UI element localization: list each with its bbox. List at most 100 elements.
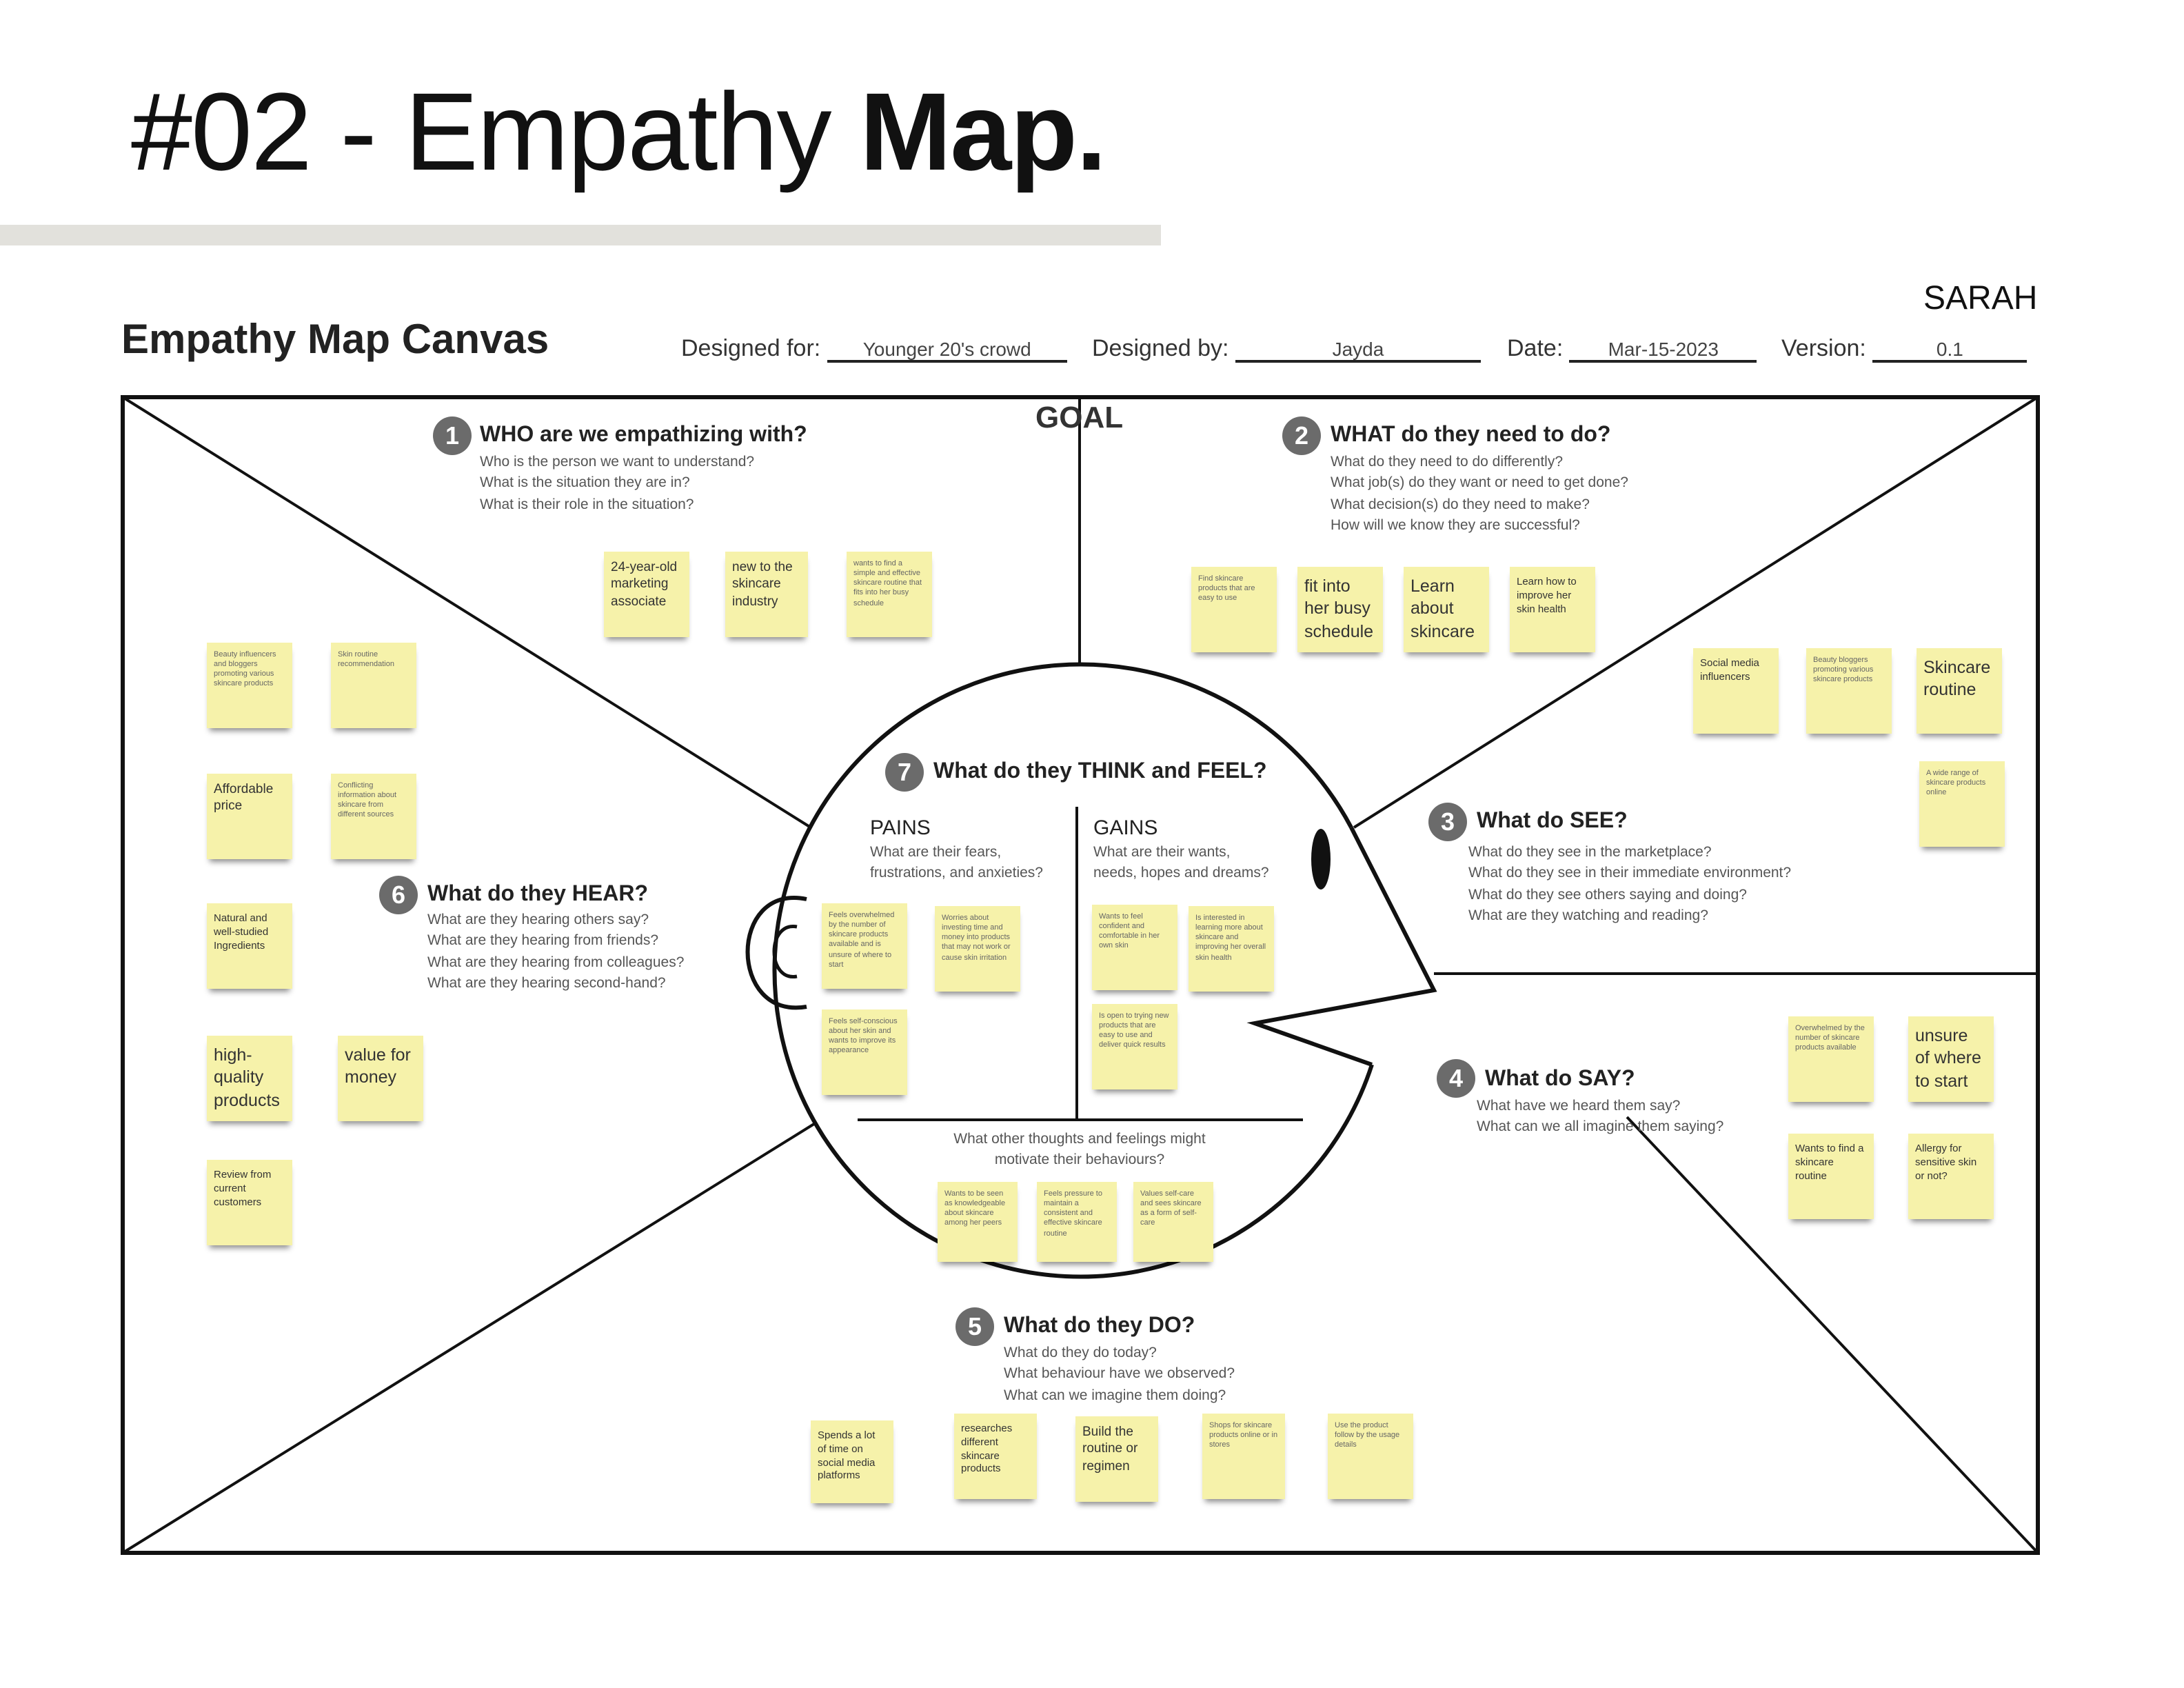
designed-by-value[interactable]: Jayda: [1235, 334, 1481, 363]
title-divider-bar: [0, 225, 1161, 245]
title-prefix: #02 - Empathy: [131, 70, 860, 193]
prompt-line: What are they hearing from friends?: [427, 932, 658, 950]
sticky-note[interactable]: Feels pressure to maintain a consistent …: [1037, 1182, 1117, 1262]
number-badge-1: 1: [433, 416, 472, 455]
sticky-note[interactable]: Use the product follow by the usage deta…: [1328, 1414, 1413, 1499]
designed-for-field: Designed for: Younger 20's crowd: [681, 334, 1067, 363]
sticky-note[interactable]: Feels overwhelmed by the number of skinc…: [822, 903, 907, 989]
prompt-line: What do they see in their immediate envi…: [1468, 865, 1792, 882]
prompt-line: What is their role in the situation?: [480, 496, 694, 513]
sticky-note[interactable]: Is open to trying new products that are …: [1092, 1004, 1177, 1089]
date-field: Date: Mar-15-2023: [1507, 334, 1757, 363]
sticky-note[interactable]: Social media influencers: [1693, 648, 1779, 734]
sticky-note[interactable]: Find skincare products that are easy to …: [1191, 567, 1277, 652]
designed-by-field: Designed by: Jayda: [1092, 334, 1481, 363]
sticky-note[interactable]: new to the skincare industry: [725, 552, 808, 637]
sticky-note[interactable]: high-quality products: [207, 1036, 292, 1121]
date-label: Date:: [1507, 335, 1564, 361]
think-heading: What do they THINK and FEEL?: [933, 760, 1267, 783]
prompt-line: What can we all imagine them saying?: [1477, 1118, 1724, 1136]
sticky-note[interactable]: 24-year-old marketing associate: [604, 552, 689, 637]
do-heading: What do they DO?: [1004, 1314, 1195, 1338]
sticky-note[interactable]: unsure of where to start: [1908, 1016, 1994, 1102]
hear-prompts: What are they hearing others say? What a…: [427, 910, 684, 994]
sticky-note[interactable]: Learn how to improve her skin health: [1510, 567, 1595, 652]
sticky-note[interactable]: Feels self-conscious about her skin and …: [822, 1009, 907, 1095]
need-prompts: What do they need to do differently? Wha…: [1331, 452, 1628, 536]
goal-label: GOAL: [1035, 400, 1124, 434]
version-value[interactable]: 0.1: [1872, 334, 2028, 363]
head-face-profile: [1246, 826, 1437, 1067]
sticky-note[interactable]: Overwhelmed by the number of skincare pr…: [1788, 1016, 1874, 1102]
sticky-note[interactable]: Natural and well-studied Ingredients: [207, 903, 292, 989]
sticky-note[interactable]: fit into her busy schedule: [1297, 567, 1383, 652]
who-heading: WHO are we empathizing with?: [480, 423, 807, 447]
sticky-note[interactable]: Affordable price: [207, 774, 292, 859]
need-heading: WHAT do they need to do?: [1331, 423, 1611, 447]
sticky-note[interactable]: wants to find a simple and effective ski…: [847, 552, 932, 637]
prompt-line: What behaviour have we observed?: [1004, 1365, 1235, 1383]
sticky-note[interactable]: A wide range of skincare products online: [1919, 761, 2005, 847]
sticky-note[interactable]: researches different skincare products: [954, 1414, 1037, 1499]
sticky-note[interactable]: Is interested in learning more about ski…: [1189, 906, 1274, 992]
sticky-note[interactable]: Conflicting information about skincare f…: [331, 774, 416, 859]
sticky-note[interactable]: Shops for skincare products online or in…: [1202, 1414, 1285, 1499]
sticky-note[interactable]: Spends a lot of time on social media pla…: [811, 1420, 893, 1503]
pains-title: PAINS: [870, 816, 931, 840]
prompt-line: What job(s) do they want or need to get …: [1331, 474, 1628, 492]
sticky-note[interactable]: Wants to be seen as knowledgeable about …: [938, 1182, 1018, 1262]
sticky-note[interactable]: Wants to feel confident and comfortable …: [1092, 905, 1177, 990]
date-value[interactable]: Mar-15-2023: [1569, 334, 1757, 363]
eye-icon: [1311, 829, 1331, 890]
do-prompts: What do they do today? What behaviour ha…: [1004, 1343, 1235, 1407]
pains-prompts: What are their fears, frustrations, and …: [870, 843, 1043, 885]
prompt-line: needs, hopes and dreams?: [1093, 865, 1269, 882]
version-label: Version:: [1781, 335, 1866, 361]
sticky-note[interactable]: Beauty bloggers promoting various skinca…: [1806, 648, 1892, 734]
designed-for-value[interactable]: Younger 20's crowd: [827, 334, 1067, 363]
prompt-line: What do they see in the marketplace?: [1468, 844, 1712, 861]
number-badge-4: 4: [1437, 1059, 1475, 1098]
prompt-line: What decision(s) do they need to make?: [1331, 496, 1590, 513]
number-badge-6: 6: [379, 876, 418, 914]
say-prompts: What have we heard them say? What can we…: [1477, 1096, 1723, 1138]
sticky-note[interactable]: value for money: [338, 1036, 423, 1121]
sticky-note[interactable]: Build the routine or regimen: [1075, 1416, 1158, 1502]
prompt-line: What do they need to do differently?: [1331, 454, 1564, 470]
sticky-note[interactable]: Skin routine recommendation: [331, 643, 416, 728]
divider-bottom-left: [121, 1121, 818, 1554]
prompt-line: What can we imagine them doing?: [1004, 1387, 1226, 1404]
version-field: Version: 0.1: [1781, 334, 2028, 363]
prompt-line: frustrations, and anxieties?: [870, 865, 1043, 882]
designed-by-label: Designed by:: [1092, 335, 1229, 361]
sticky-note[interactable]: Values self-care and sees skincare as a …: [1133, 1182, 1213, 1262]
prompt-line: motivate their behaviours?: [994, 1152, 1165, 1169]
number-badge-2: 2: [1282, 416, 1321, 455]
prompt-line: What are they hearing from colleagues?: [427, 954, 685, 971]
sticky-note[interactable]: Learn about skincare: [1404, 567, 1489, 652]
other-prompts: What other thoughts and feelings might m…: [873, 1129, 1286, 1172]
sticky-note[interactable]: Allergy for sensitive skin or not?: [1908, 1134, 1994, 1219]
say-heading: What do SAY?: [1485, 1067, 1635, 1091]
who-prompts: Who is the person we want to understand?…: [480, 452, 754, 516]
sticky-note[interactable]: Skincare routine: [1917, 648, 2002, 734]
prompt-line: What are their fears,: [870, 844, 1002, 861]
divider-top-left: [121, 396, 812, 829]
prompt-line: How will we know they are successful?: [1331, 516, 1580, 534]
number-badge-3: 3: [1428, 803, 1467, 841]
sticky-note[interactable]: Review from current customers: [207, 1160, 292, 1245]
page-title: #02 - Empathy Map.: [131, 69, 1106, 196]
prompt-line: What do they do today?: [1004, 1345, 1157, 1361]
sticky-note[interactable]: Beauty influencers and bloggers promotin…: [207, 643, 292, 728]
sticky-note[interactable]: Wants to find a skincare routine: [1788, 1134, 1874, 1219]
see-prompts: What do they see in the marketplace? Wha…: [1468, 843, 1791, 927]
prompt-line: What are they watching and reading?: [1468, 907, 1708, 924]
prompt-line: What is the situation they are in?: [480, 474, 690, 492]
ear-icon: [745, 896, 807, 1010]
prompt-line: Who is the person we want to understand?: [480, 454, 755, 470]
sticky-note[interactable]: Worries about investing time and money i…: [935, 906, 1020, 992]
number-badge-7: 7: [885, 753, 924, 792]
canvas-title: Empathy Map Canvas: [121, 317, 549, 363]
